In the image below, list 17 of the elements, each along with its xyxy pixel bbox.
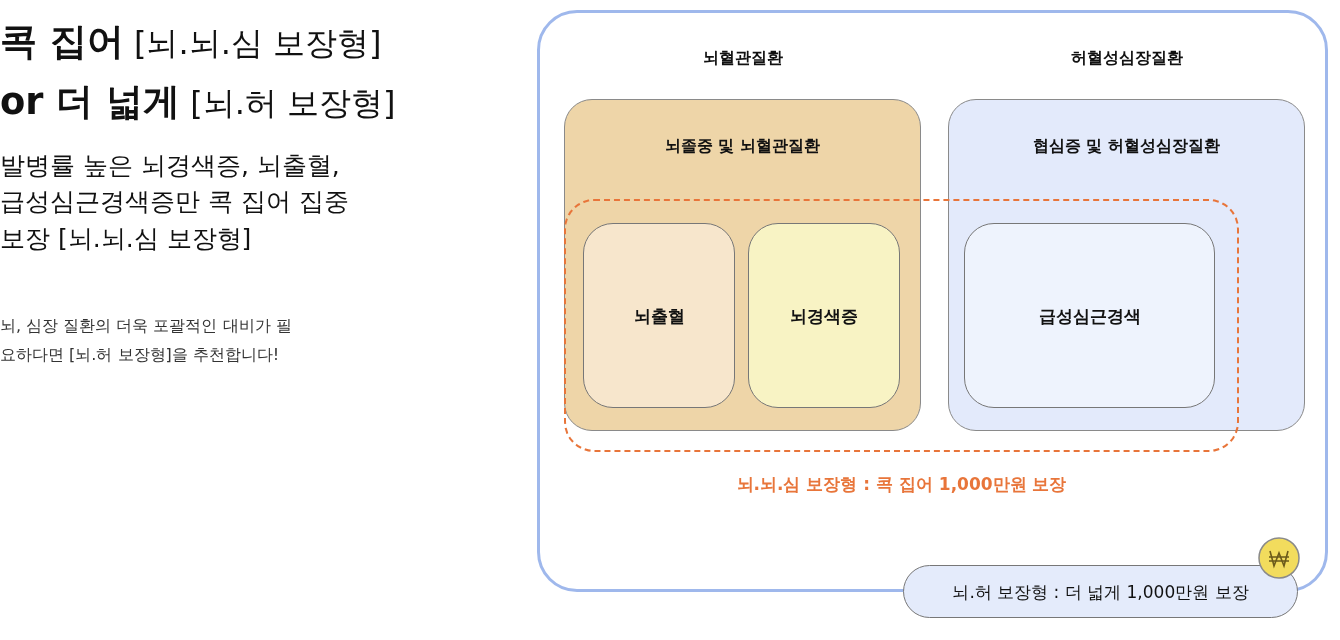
coverage-label: 뇌.뇌.심 보장형 : 콕 집어 1,000만원 보장 (736, 473, 1067, 496)
panel-title: 협심증 및 허혈성심장질환 (1032, 136, 1221, 157)
disease-card (748, 223, 900, 408)
panel-title: 뇌졸중 및 뇌혈관질환 (664, 136, 821, 157)
note-text: 뇌, 심장 질환의 더욱 포괄적인 대비가 필요하다면 [뇌.허 보장형]을 추천합니다! (0, 315, 293, 366)
disease-label: 뇌경색증 (790, 304, 858, 327)
description-text: 발병률 높은 뇌경색증, 뇌출혈, 급성심근경색증만 콕 집어 집중보장 [뇌.뇌.심 보장형] (0, 150, 350, 255)
disease-card (964, 223, 1215, 408)
group-heading: 뇌혈관질환 (702, 48, 783, 69)
heading: 콕 집어 [뇌.뇌.심 보장형] (0, 19, 382, 65)
heading: or 더 넓게 [뇌.허 보장형] (0, 79, 396, 125)
disease-label: 뇌출혈 (633, 304, 685, 327)
disease-card (583, 223, 735, 408)
disease-label: 급성심근경색 (1038, 304, 1141, 327)
group-heading: 허혈성심장질환 (1070, 48, 1183, 69)
coverage-label: 뇌.허 보장형 : 더 넓게 1,000만원 보장 (952, 580, 1249, 603)
coverage-pill (903, 565, 1298, 618)
